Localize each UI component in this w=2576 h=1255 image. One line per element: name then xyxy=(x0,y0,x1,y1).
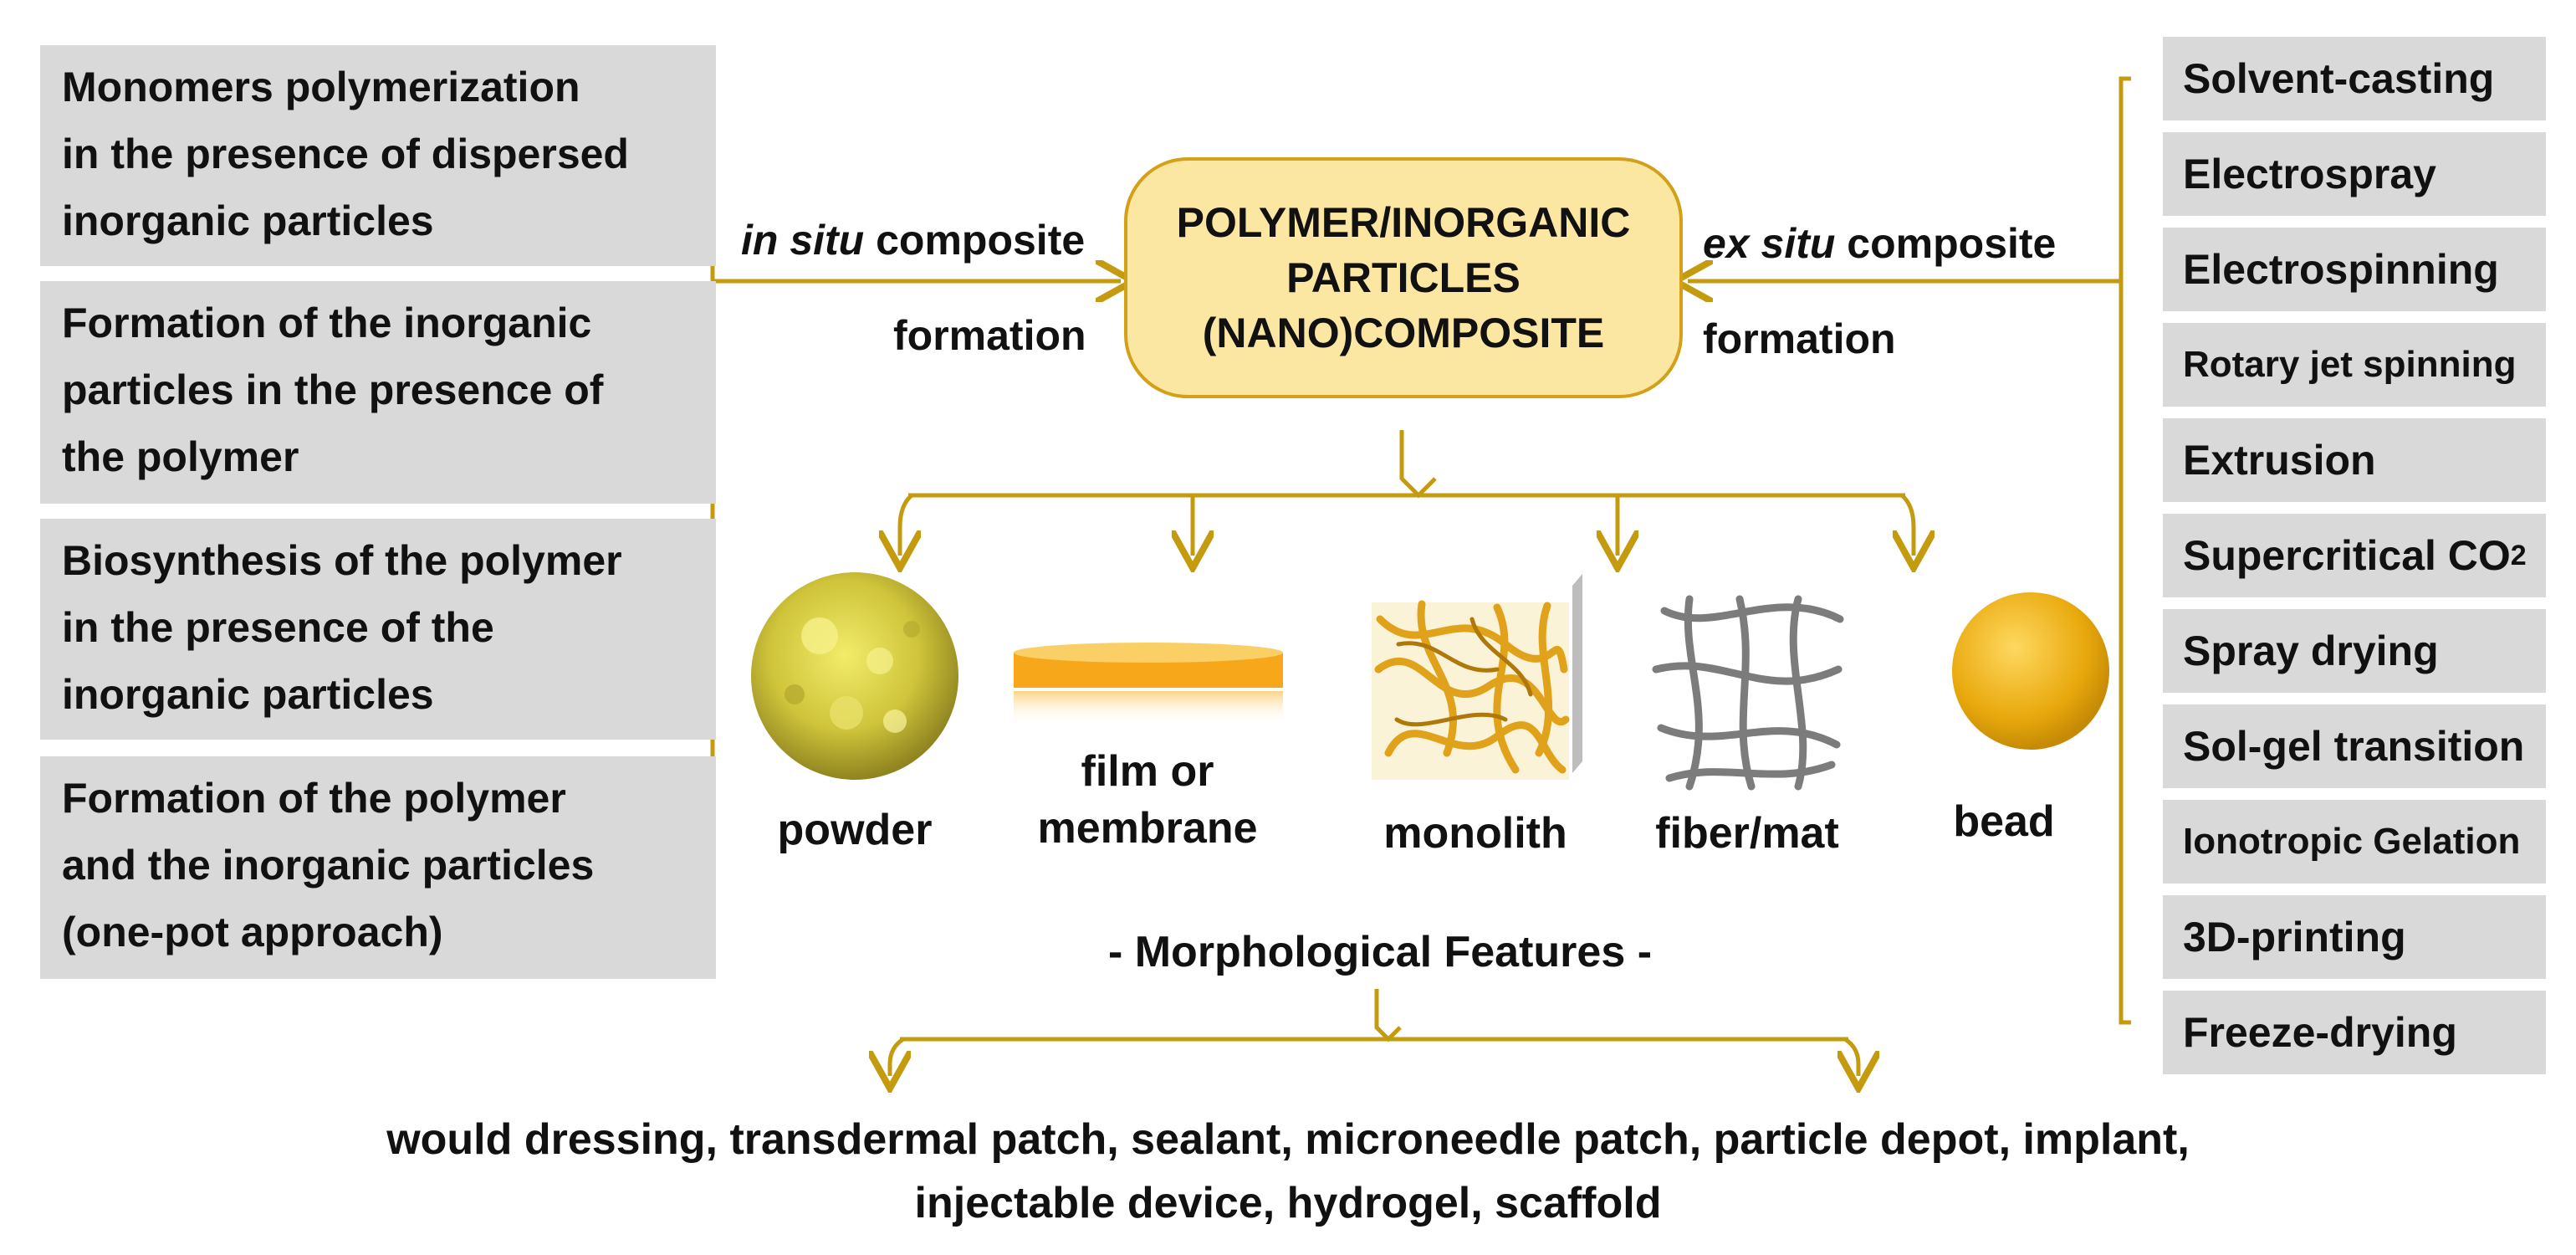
left-method-3: Biosynthesis of the polymer in the prese… xyxy=(40,519,716,740)
left-method-2: Formation of the inorganic particles in … xyxy=(40,281,716,504)
left-method-3-line-2: in the presence of the xyxy=(62,604,494,651)
composite-center-box: POLYMER/INORGANIC PARTICLES (NANO)COMPOS… xyxy=(1124,157,1683,398)
right-bracket xyxy=(2119,76,2131,1025)
left-method-2-line-3: the polymer xyxy=(62,433,299,480)
center-line-1: POLYMER/INORGANIC xyxy=(1176,199,1631,246)
left-method-2-line-1: Formation of the inorganic xyxy=(62,300,592,346)
app-arrow-left xyxy=(890,1037,903,1076)
in-situ-italic: in situ xyxy=(741,217,865,264)
right-method-7: Spray drying xyxy=(2163,609,2546,693)
morph-label-bead: bead xyxy=(1953,797,2055,846)
app-arrow-right xyxy=(1845,1037,1858,1076)
powder-illustration xyxy=(751,572,958,780)
morph-label-powder: powder xyxy=(777,806,933,854)
right-method-6-text: Supercritical CO xyxy=(2183,532,2511,579)
fiber-mat-illustration xyxy=(1652,595,1844,791)
morph-arrow-bead xyxy=(1902,494,1914,556)
left-method-1: Monomers polymerization in the presence … xyxy=(40,45,716,266)
left-method-1-line-3: inorganic particles xyxy=(62,197,434,244)
right-method-5: Extrusion xyxy=(2163,418,2546,502)
bead-illustration xyxy=(1952,592,2109,750)
morph-label-fiber-mat: fiber/mat xyxy=(1655,809,1839,858)
left-method-2-line-2: particles in the presence of xyxy=(62,366,604,413)
left-method-4: Formation of the polymer and the inorgan… xyxy=(40,756,716,979)
morph-label-film: film or membrane xyxy=(1037,747,1258,853)
right-method-10: 3D-printing xyxy=(2163,895,2546,979)
right-method-2: Electrospray xyxy=(2163,132,2546,216)
morphology-brace xyxy=(1399,430,1437,499)
center-line-3: (NANO)COMPOSITE xyxy=(1202,310,1605,356)
center-line-2: PARTICLES xyxy=(1286,254,1521,301)
ex-situ-rest: composite xyxy=(1835,220,2057,267)
right-method-6-subscript: 2 xyxy=(2510,539,2527,571)
applications-line-2: injectable device, hydrogel, scaffold xyxy=(914,1179,1662,1227)
in-situ-label: in situ composite xyxy=(741,216,1085,264)
left-method-1-line-1: Monomers polymerization xyxy=(62,64,580,110)
morph-label-monolith: monolith xyxy=(1383,809,1567,858)
left-method-1-line-2: in the presence of dispersed xyxy=(62,131,629,177)
left-method-4-line-1: Formation of the polymer xyxy=(62,775,566,822)
ex-situ-formation: formation xyxy=(1703,315,1896,362)
morphological-features-title: - Morphological Features - xyxy=(1107,928,1653,976)
right-method-11: Freeze-drying xyxy=(2163,991,2546,1074)
right-method-8: Sol-gel transition xyxy=(2163,704,2546,788)
left-method-4-line-3: (one-pot approach) xyxy=(62,909,443,955)
in-situ-formation: formation xyxy=(893,312,1086,359)
in-situ-rest: composite xyxy=(864,217,1086,264)
right-method-1: Solvent-casting xyxy=(2163,37,2546,120)
application-brace xyxy=(1374,989,1402,1042)
left-method-4-line-2: and the inorganic particles xyxy=(62,842,595,889)
film-illustration xyxy=(1014,643,1283,725)
applications-line-1: would dressing, transdermal patch, seala… xyxy=(386,1115,2190,1164)
monolith-illustration xyxy=(1372,574,1582,780)
right-method-3: Electrospinning xyxy=(2163,228,2546,311)
right-method-4: Rotary jet spinning xyxy=(2163,323,2546,407)
right-method-9: Ionotropic Gelation xyxy=(2163,800,2546,884)
left-method-3-line-3: inorganic particles xyxy=(62,671,434,718)
morph-arrow-powder xyxy=(900,494,912,556)
left-method-3-line-1: Biosynthesis of the polymer xyxy=(62,537,622,584)
ex-situ-label: ex situ composite xyxy=(1703,219,2056,268)
ex-situ-italic: ex situ xyxy=(1703,220,1836,267)
